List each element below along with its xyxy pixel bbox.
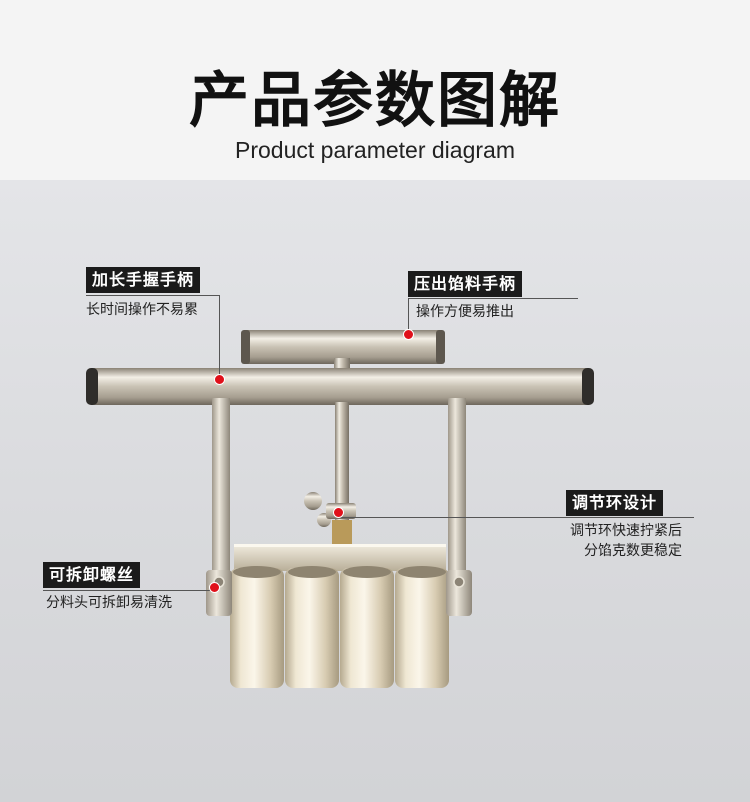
cup-rim-1 xyxy=(233,566,281,578)
left-strap xyxy=(212,398,230,593)
grip-handle-bar xyxy=(88,368,592,405)
press-handle-rule xyxy=(408,298,578,299)
desc-press-handle: 操作方便易推出 xyxy=(416,304,514,320)
label-grip-handle: 加长手握手柄 xyxy=(86,267,201,293)
desc-grip-handle: 长时间操作不易累 xyxy=(86,302,198,318)
portion-cup-3 xyxy=(340,568,394,688)
grip-handle-cap-left xyxy=(86,368,98,405)
left-screw-bracket xyxy=(206,570,232,616)
product-illustration xyxy=(86,330,594,688)
label-screw: 可拆卸螺丝 xyxy=(43,562,141,588)
press-handle-cap-right xyxy=(436,330,445,364)
desc-screw: 分料头可拆卸易清洗 xyxy=(46,595,172,611)
adjust-ring-rule xyxy=(340,517,694,518)
grip-handle-marker xyxy=(214,374,225,385)
screw-rule xyxy=(43,590,213,591)
cup-rim-4 xyxy=(398,566,446,578)
desc-adjust-ring-line2: 分馅克数更稳定 xyxy=(584,543,682,559)
press-handle-marker xyxy=(403,329,414,340)
portion-cup-4 xyxy=(395,568,449,688)
cup-rim-3 xyxy=(343,566,391,578)
header-panel: 产品参数图解 Product parameter diagram xyxy=(0,0,750,180)
product-stage: 加长手握手柄 长时间操作不易累 压出馅料手柄 操作方便易推出 调节环设计 调节环… xyxy=(0,180,750,802)
grip-handle-leader xyxy=(219,295,220,378)
portion-cup-2 xyxy=(285,568,339,688)
cup-rim-2 xyxy=(288,566,336,578)
right-screw xyxy=(453,576,465,588)
grip-handle-cap-right xyxy=(582,368,594,405)
press-handle-bar xyxy=(241,330,445,364)
wing-nut-left-wing xyxy=(304,492,322,510)
portion-cup-1 xyxy=(230,568,284,688)
adjust-ring-marker xyxy=(333,507,344,518)
screw-marker xyxy=(209,582,220,593)
press-handle-leader xyxy=(408,298,409,334)
label-press-handle: 压出馅料手柄 xyxy=(408,271,523,297)
right-strap xyxy=(448,398,466,593)
top-plate-highlight xyxy=(234,544,446,547)
right-screw-bracket xyxy=(446,570,472,616)
press-handle-cap-left xyxy=(241,330,250,364)
top-plate xyxy=(234,544,446,571)
grip-handle-rule xyxy=(86,295,219,296)
page-title: 产品参数图解 xyxy=(189,66,561,136)
desc-adjust-ring-line1: 调节环快速拧紧后 xyxy=(570,523,682,539)
page-subtitle: Product parameter diagram xyxy=(235,137,515,163)
label-adjust-ring: 调节环设计 xyxy=(566,490,664,516)
